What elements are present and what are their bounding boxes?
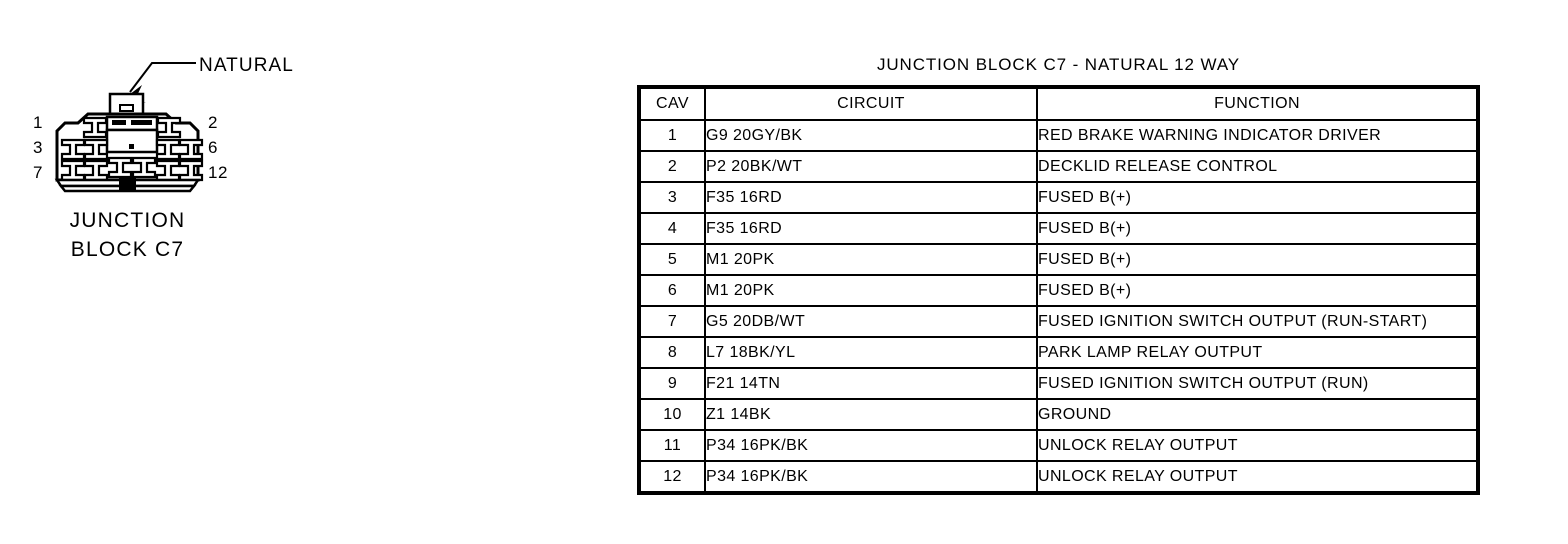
connector-caption: JUNCTION BLOCK C7 bbox=[0, 206, 255, 264]
cavity-label-left-3: 3 bbox=[33, 138, 43, 157]
cell-cav: 4 bbox=[638, 212, 706, 245]
connector-caption-line1: JUNCTION bbox=[69, 209, 186, 232]
cell-circuit: Z1 14BK bbox=[704, 398, 1038, 431]
cell-cav: 10 bbox=[638, 398, 706, 431]
connector-bottom-shroud bbox=[54, 178, 201, 193]
cell-function: UNLOCK RELAY OUTPUT bbox=[1036, 460, 1479, 494]
cell-cav: 8 bbox=[638, 336, 706, 369]
cell-circuit: F21 14TN bbox=[704, 367, 1038, 400]
pinout-table-block: JUNCTION BLOCK C7 - NATURAL 12 WAY CAV C… bbox=[637, 55, 1480, 495]
terminal-cavity-row-top bbox=[82, 116, 182, 139]
cell-cav: 11 bbox=[638, 429, 706, 462]
terminal-cavity-row-bottom bbox=[60, 156, 204, 182]
table-header-row: CAV CIRCUIT FUNCTION bbox=[638, 86, 1479, 121]
column-header-circuit: CIRCUIT bbox=[704, 86, 1038, 121]
connector-caption-line2: BLOCK C7 bbox=[70, 238, 185, 261]
cavity-label-left-7: 7 bbox=[33, 163, 43, 182]
cavity-label-right-12: 12 bbox=[208, 163, 228, 182]
cell-cav: 1 bbox=[638, 119, 706, 152]
cell-function: FUSED B(+) bbox=[1036, 274, 1479, 307]
cell-cav: 12 bbox=[638, 460, 706, 494]
connector-center-key-block bbox=[105, 115, 159, 154]
terminal-cavity-row-middle bbox=[60, 138, 204, 161]
cell-cav: 5 bbox=[638, 243, 706, 276]
cell-circuit: F35 16RD bbox=[704, 212, 1038, 245]
cell-function: FUSED B(+) bbox=[1036, 181, 1479, 214]
cell-function: RED BRAKE WARNING INDICATOR DRIVER bbox=[1036, 119, 1479, 152]
cell-function: DECKLID RELEASE CONTROL bbox=[1036, 150, 1479, 183]
cell-circuit: L7 18BK/YL bbox=[704, 336, 1038, 369]
cavity-label-left-1: 1 bbox=[33, 113, 43, 132]
cell-circuit: G5 20DB/WT bbox=[704, 305, 1038, 338]
cell-function: PARK LAMP RELAY OUTPUT bbox=[1036, 336, 1479, 369]
natural-callout-label: NATURAL bbox=[199, 55, 294, 76]
column-header-cav: CAV bbox=[638, 86, 706, 121]
cell-circuit: P34 16PK/BK bbox=[704, 460, 1038, 494]
cell-function: FUSED IGNITION SWITCH OUTPUT (RUN) bbox=[1036, 367, 1479, 400]
cell-cav: 9 bbox=[638, 367, 706, 400]
cell-function: FUSED B(+) bbox=[1036, 212, 1479, 245]
cell-circuit: P34 16PK/BK bbox=[704, 429, 1038, 462]
cell-cav: 7 bbox=[638, 305, 706, 338]
cell-cav: 3 bbox=[638, 181, 706, 214]
column-header-function: FUNCTION bbox=[1036, 86, 1479, 121]
connector-figure: NATURAL 1 3 7 2 6 12 JUNCTION BLOCK C7 bbox=[0, 0, 330, 290]
cell-circuit: G9 20GY/BK bbox=[704, 119, 1038, 152]
cell-circuit: P2 20BK/WT bbox=[704, 150, 1038, 183]
cell-circuit: M1 20PK bbox=[704, 274, 1038, 307]
cell-function: GROUND bbox=[1036, 398, 1479, 431]
cavity-label-right-6: 6 bbox=[208, 138, 218, 157]
pinout-table-title: JUNCTION BLOCK C7 - NATURAL 12 WAY bbox=[876, 55, 1241, 74]
cell-cav: 2 bbox=[638, 150, 706, 183]
cell-cav: 6 bbox=[638, 274, 706, 307]
cell-function: UNLOCK RELAY OUTPUT bbox=[1036, 429, 1479, 462]
connector-drawing bbox=[54, 62, 204, 193]
cell-circuit: M1 20PK bbox=[704, 243, 1038, 276]
cell-circuit: F35 16RD bbox=[704, 181, 1038, 214]
cell-function: FUSED IGNITION SWITCH OUTPUT (RUN-START) bbox=[1036, 305, 1479, 338]
cell-function: FUSED B(+) bbox=[1036, 243, 1479, 276]
cavity-label-right-2: 2 bbox=[208, 113, 218, 132]
